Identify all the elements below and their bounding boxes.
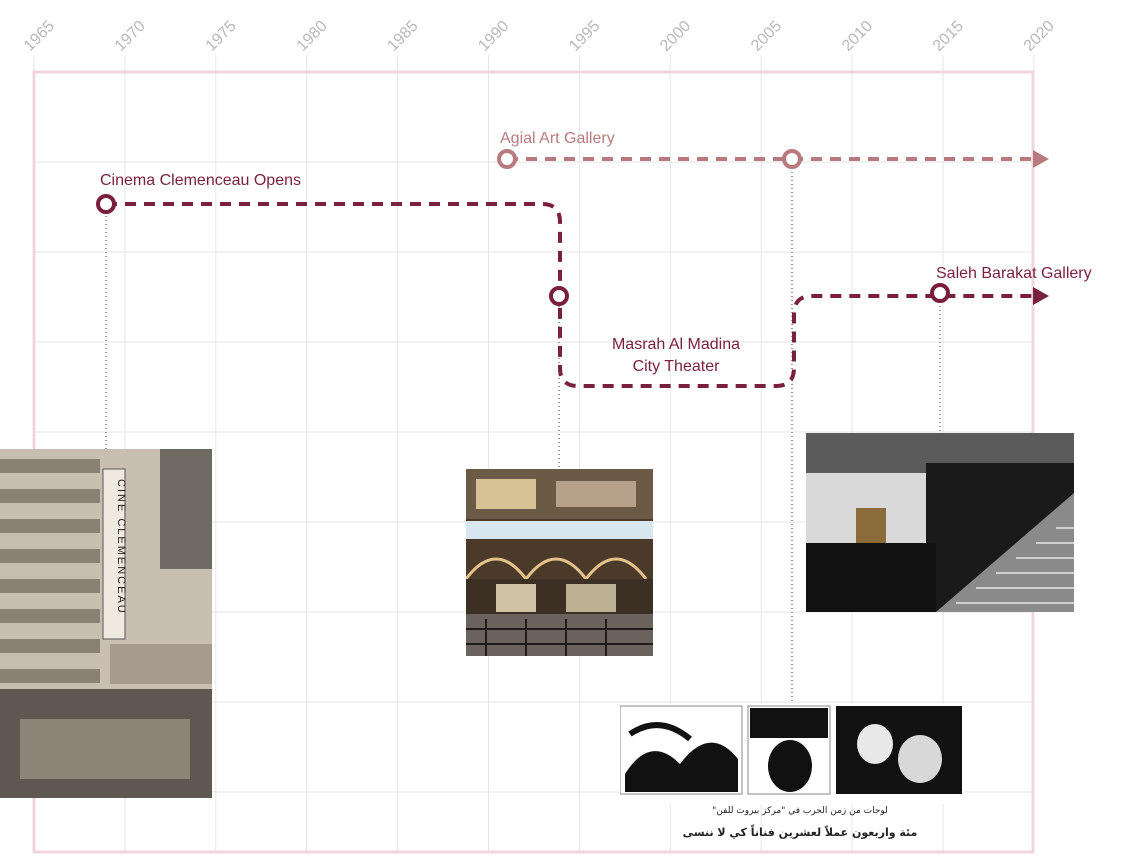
photo-connectors: [105, 168, 941, 706]
saleh-arrowhead: [1033, 287, 1049, 305]
year-label: 1975: [203, 18, 240, 55]
year-label: 2020: [1021, 18, 1058, 55]
newspaper-clipping: [620, 704, 964, 804]
masrah-node[interactable]: [549, 286, 569, 306]
year-label: 2010: [839, 18, 876, 55]
year-label: 2000: [657, 18, 694, 55]
clemenceau-timeline: Cinema Clemenceau Opens Masrah Al Madina…: [96, 172, 1092, 388]
year-label: 2005: [748, 18, 785, 55]
clemenceau-start-node[interactable]: [96, 194, 116, 214]
agial-arrowhead: [1033, 150, 1049, 168]
cinema-sign-text: CINE CLEMENCEAU: [115, 479, 127, 615]
year-label: 1990: [475, 18, 512, 55]
agial-label: Agial Art Gallery: [500, 130, 615, 147]
agial-timeline: Agial Art Gallery: [497, 130, 1049, 169]
clemenceau-label: Cinema Clemenceau Opens: [100, 172, 301, 189]
newspaper-caption-line2: مئة واربعون عملاً لعشرين فناناً كي لا نن…: [682, 826, 918, 839]
agial-milestone-node[interactable]: [782, 149, 802, 169]
year-label: 1980: [294, 18, 331, 55]
year-axis: 1965 1970 1975 1980 1985 1990 1995 2000 2005 2010…: [21, 18, 1058, 55]
newspaper-caption-line1: لوحات من زمن الحرب في "مركز بيروت للفن": [712, 806, 888, 816]
year-label: 2015: [930, 18, 967, 55]
clemenceau-masrah-saleh-path: [106, 202, 1033, 388]
agial-start-node[interactable]: [497, 149, 517, 169]
cinema-clemenceau-photo: CINE CLEMENCEAU: [0, 449, 212, 798]
year-label: 1985: [384, 18, 421, 55]
saleh-node[interactable]: [930, 283, 950, 303]
saleh-gallery-photo: [806, 433, 1074, 612]
saleh-label: Saleh Barakat Gallery: [936, 265, 1092, 282]
masrah-theater-photo: [466, 469, 653, 656]
year-label: 1995: [566, 18, 603, 55]
year-label: 1970: [112, 18, 149, 55]
masrah-label-line1: Masrah Al Madina: [612, 336, 740, 353]
masrah-label-line2: City Theater: [633, 358, 721, 375]
year-label: 1965: [21, 18, 58, 55]
